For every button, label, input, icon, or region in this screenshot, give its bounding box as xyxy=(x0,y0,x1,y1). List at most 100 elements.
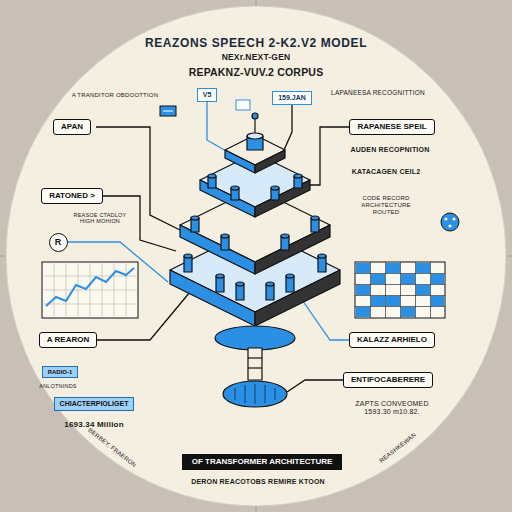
line-chart xyxy=(42,262,138,318)
machine-illustration xyxy=(248,348,262,380)
icon xyxy=(236,100,250,110)
icon xyxy=(452,217,455,220)
label-box: 159.JAN xyxy=(272,91,312,105)
label-box: ENTIFOCABERERE xyxy=(343,372,433,387)
label-text: 1693.34 Million xyxy=(64,420,123,429)
data-grid xyxy=(371,274,385,284)
free-label: BERBEY, FRAERON xyxy=(87,427,138,469)
box-text: 159.JAN xyxy=(278,94,306,102)
data-grid xyxy=(386,296,400,306)
data-grid xyxy=(371,296,385,306)
free-label: ANLOTNINDS xyxy=(39,383,76,389)
label-text: AUDEN RECOPNITION xyxy=(351,146,430,153)
data-grid xyxy=(415,262,416,318)
machine-illustration xyxy=(265,385,266,403)
label-text: REASOE CTADLOY HIGH MOHION xyxy=(74,212,127,224)
wire xyxy=(66,242,168,282)
box-text: RADIO-1 xyxy=(48,369,73,376)
data-grid xyxy=(386,263,400,273)
machine-illustration xyxy=(225,150,255,173)
machine-illustration xyxy=(170,113,340,407)
machine-illustration xyxy=(294,174,302,178)
wire xyxy=(66,100,354,392)
data-grid xyxy=(431,296,444,306)
data-grid xyxy=(401,274,415,284)
label-box: RATONED > xyxy=(41,188,103,203)
machine-illustration xyxy=(252,113,258,119)
label-text: LAPANEESA RECOGNITTION xyxy=(331,89,425,96)
machine-illustration xyxy=(170,270,255,326)
box-text: OF TRANSFORMER ARCHITECTURE xyxy=(192,457,333,466)
machine-illustration xyxy=(208,174,302,200)
machine-illustration xyxy=(235,384,275,404)
label-text: DERON REACOTOBS REMIRE KTOON xyxy=(191,478,325,485)
icon xyxy=(160,106,176,116)
box-text: R xyxy=(55,237,62,247)
icon xyxy=(441,213,459,231)
data-grid xyxy=(355,262,445,318)
wire xyxy=(300,297,354,340)
label-text: CODE RECORD ARCHITECTURE ROUTED xyxy=(361,195,410,215)
machine-illustration xyxy=(223,381,287,407)
circle-node: R xyxy=(49,233,68,252)
free-label: A TRANDITOR OBDOOTTION xyxy=(68,92,163,99)
label-text: BERBEY, FRAERON xyxy=(87,427,137,468)
machine-illustration xyxy=(248,357,262,358)
line-chart xyxy=(42,262,138,318)
box-text: CHIACTERPIOLIGET xyxy=(60,400,129,408)
machine-illustration xyxy=(255,384,256,404)
machine-illustration xyxy=(248,367,262,368)
label-text: NEXr.NEXT-GEN xyxy=(222,52,291,62)
data-grid xyxy=(430,262,431,318)
icon xyxy=(444,217,447,220)
machine-illustration xyxy=(208,174,216,178)
wire xyxy=(284,103,292,150)
data-grid xyxy=(385,262,386,318)
machine-illustration xyxy=(235,388,236,400)
label-box: RAPANESE SPEIL xyxy=(349,119,434,134)
machine-illustration xyxy=(191,216,319,250)
icon xyxy=(448,224,451,227)
label-box: OF TRANSFORMER ARCHITECTURE xyxy=(182,454,343,469)
wire xyxy=(207,100,226,151)
data-grid xyxy=(355,284,445,285)
free-label: KATACAGEN CEIL2 xyxy=(352,168,420,176)
machine-illustration xyxy=(215,326,295,350)
machine-illustration xyxy=(254,118,255,133)
free-label: DERON REACOTOBS REMIRE KTOON xyxy=(191,478,325,486)
label-text: ZAPTS CONVEOMED 1593.30 m10.82. xyxy=(355,400,428,415)
box-text: RAPANESE SPEIL xyxy=(357,122,426,131)
machine-illustration xyxy=(318,254,326,258)
line-chart xyxy=(42,276,138,277)
box-text: RATONED > xyxy=(49,191,95,200)
label-text: ANLOTNINDS xyxy=(39,383,76,389)
data-grid xyxy=(355,295,445,296)
box-text: V5 xyxy=(203,91,212,99)
icon xyxy=(160,100,459,231)
free-label: LAPANEESA RECOGNITTION xyxy=(331,89,426,96)
machine-illustration xyxy=(271,186,279,190)
label-box: A REARON xyxy=(39,332,97,347)
box-text: A REARON xyxy=(47,335,89,344)
data-grid xyxy=(356,263,370,273)
machine-illustration xyxy=(266,282,274,286)
machine-illustration xyxy=(184,254,192,258)
free-label: ZAPTS CONVEOMED 1593.30 m10.82. xyxy=(350,400,435,416)
wire xyxy=(308,127,352,185)
line-chart xyxy=(42,304,138,305)
line-chart xyxy=(42,290,138,291)
free-label: REASHKEWAN xyxy=(378,432,417,465)
machine-illustration xyxy=(231,186,239,190)
machine-illustration xyxy=(216,274,224,278)
data-grid xyxy=(356,263,444,317)
free-label: CODE RECORD ARCHITECTURE ROUTED xyxy=(350,195,422,216)
icon xyxy=(163,111,173,112)
machine-illustration xyxy=(281,234,289,238)
data-grid xyxy=(416,285,430,295)
data-grid xyxy=(370,262,371,318)
free-label: REPAKNZ-VUV.2 CORPUS xyxy=(189,66,324,78)
box-text: APAN xyxy=(61,122,83,131)
label-text: REPAKNZ-VUV.2 CORPUS xyxy=(189,66,324,78)
